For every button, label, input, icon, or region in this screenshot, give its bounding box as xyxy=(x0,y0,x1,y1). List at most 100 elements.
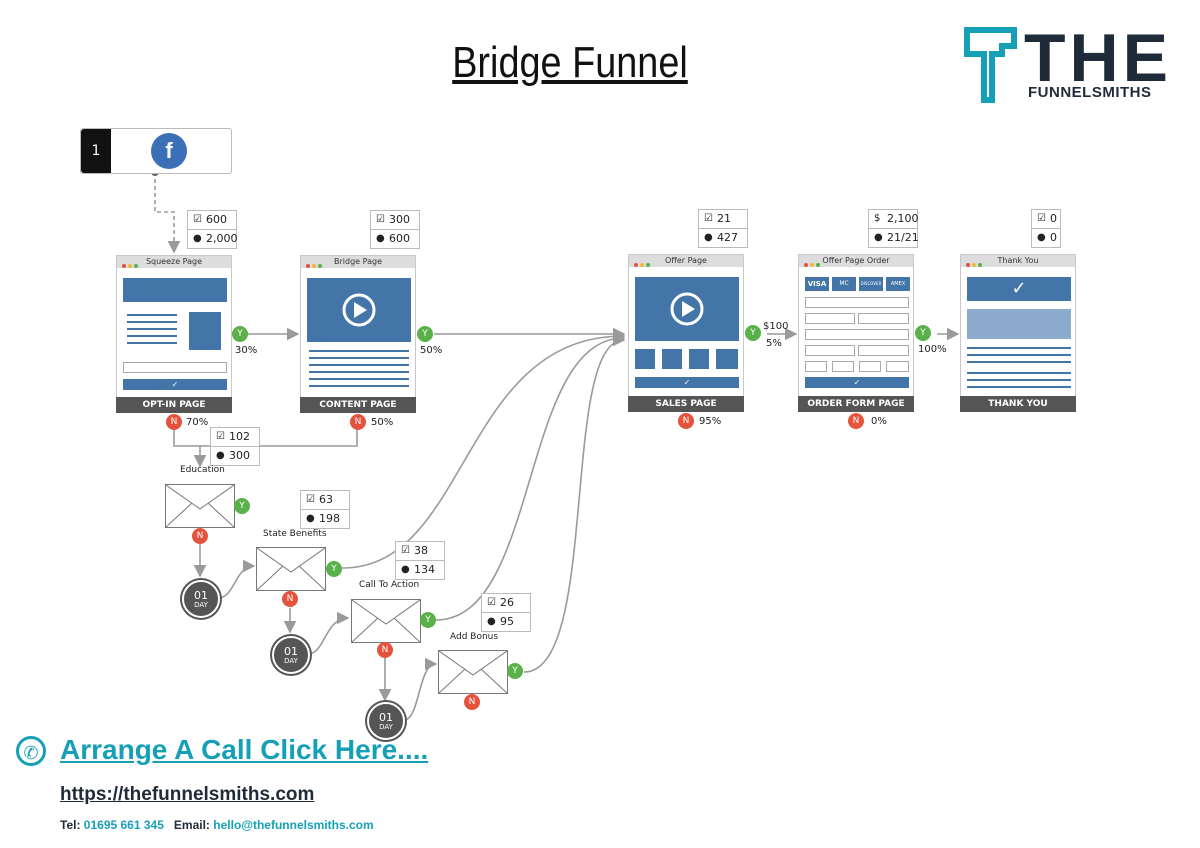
yes-percent: 30% xyxy=(235,345,258,356)
email-4-conversions-stat: ☑26 xyxy=(481,593,531,613)
tel-label: Tel: xyxy=(60,818,81,832)
header-block xyxy=(123,278,227,302)
thank-you-page-node[interactable]: Thank You ✓ THANK YOU xyxy=(960,254,1076,412)
no-percent: 0% xyxy=(871,416,887,427)
email-node[interactable] xyxy=(351,599,421,643)
play-icon xyxy=(670,292,704,326)
check-button: ✓ xyxy=(805,377,909,388)
no-badge: N xyxy=(350,414,366,430)
check-button: ✓ xyxy=(123,379,227,390)
yes-percent: 5% xyxy=(766,338,782,349)
person-icon: ● xyxy=(193,233,202,244)
traffic-source-node[interactable]: 1 f xyxy=(80,128,232,174)
thank-you-visitors-stat: ●0 xyxy=(1031,228,1061,248)
opt-in-visitors-stat: ●2,000 xyxy=(187,229,238,249)
no-badge: N xyxy=(848,413,864,429)
content-page-node[interactable]: Bridge Page CONTENT PAGE xyxy=(300,255,416,413)
person-icon: ● xyxy=(1037,232,1046,243)
email-link[interactable]: hello@thefunnelsmiths.com xyxy=(213,818,374,832)
no-badge: N xyxy=(166,414,182,430)
email-1-conversions-stat: ☑102 xyxy=(210,427,260,447)
phone-icon: ✆ xyxy=(16,736,46,766)
checkmark-icon: ✓ xyxy=(967,277,1071,301)
email-node[interactable] xyxy=(165,484,235,528)
checkbox-icon: ☑ xyxy=(487,597,496,608)
browser-bar: Bridge Page xyxy=(301,256,415,268)
order-form-page-node[interactable]: Offer Page Order VISA MC DISCOVER AMEX ✓… xyxy=(798,254,914,412)
person-icon: ● xyxy=(216,450,225,461)
sales-visitors-stat: ●427 xyxy=(698,228,748,248)
envelope-icon xyxy=(351,599,421,643)
visa-card-icon: VISA xyxy=(805,277,829,291)
browser-bar: Thank You xyxy=(961,255,1075,267)
person-icon: ● xyxy=(704,232,713,243)
checkbox-icon: ☑ xyxy=(1037,213,1046,224)
opt-in-page-node[interactable]: Squeeze Page ✓ OPT-IN PAGE xyxy=(116,255,232,413)
checkbox-icon: ☑ xyxy=(401,545,410,556)
mastercard-icon: MC xyxy=(832,277,856,291)
email-2-conversions-stat: ☑63 xyxy=(300,490,350,510)
sales-conversions-stat: ☑21 xyxy=(698,209,748,229)
yes-badge: Y xyxy=(420,612,436,628)
opt-in-conversions-stat: ☑600 xyxy=(187,210,237,230)
logo-text: THE xyxy=(1024,20,1172,96)
arrange-call-text[interactable]: Arrange A Call Click Here.... xyxy=(60,734,429,765)
amex-card-icon: AMEX xyxy=(886,277,910,291)
page-label: CONTENT PAGE xyxy=(300,397,416,413)
page-title: Bridge Funnel xyxy=(452,38,688,87)
person-icon: ● xyxy=(401,564,410,575)
facebook-icon: f xyxy=(151,133,187,169)
yes-badge: Y xyxy=(745,325,761,341)
no-percent: 50% xyxy=(371,417,394,428)
envelope-icon xyxy=(165,484,235,528)
email-label: Add Bonus xyxy=(450,632,499,642)
website-link[interactable]: https://thefunnelsmiths.com xyxy=(60,784,315,805)
page-label: ORDER FORM PAGE xyxy=(798,396,914,412)
yes-percent: 50% xyxy=(420,345,443,356)
form-field xyxy=(805,297,909,308)
person-icon: ● xyxy=(306,513,315,524)
page-label: OPT-IN PAGE xyxy=(116,397,232,413)
email-2-visitors-stat: ●198 xyxy=(300,509,350,529)
browser-bar: Squeeze Page xyxy=(117,256,231,268)
content-visitors-stat: ●600 xyxy=(370,229,420,249)
window-dots-icon xyxy=(121,260,141,268)
page-label: THANK YOU xyxy=(960,396,1076,412)
email-label: Call To Action xyxy=(359,580,420,590)
person-icon: ● xyxy=(874,232,883,243)
video-block xyxy=(635,277,739,341)
thank-you-conversions-stat: ☑0 xyxy=(1031,209,1061,229)
no-badge: N xyxy=(678,413,694,429)
yes-badge: Y xyxy=(915,325,931,341)
person-icon: ● xyxy=(487,616,496,627)
no-percent: 70% xyxy=(186,417,209,428)
logo-subtext: FUNNELSMITHS xyxy=(1028,84,1152,101)
yes-badge: Y xyxy=(507,663,523,679)
image-block xyxy=(967,309,1071,339)
no-percent: 95% xyxy=(699,416,722,427)
yes-price: $100 xyxy=(763,321,789,332)
no-badge: N xyxy=(192,528,208,544)
email-label: State Benefits xyxy=(263,529,327,539)
window-dots-icon xyxy=(305,260,325,268)
yes-percent: 100% xyxy=(918,344,947,355)
discover-card-icon: DISCOVER xyxy=(859,277,883,291)
yes-badge: Y xyxy=(234,498,250,514)
email-node[interactable] xyxy=(438,650,508,694)
text-line xyxy=(127,314,177,316)
funnelsmiths-logo: THE FUNNELSMITHS xyxy=(962,24,1182,104)
checkbox-icon: ☑ xyxy=(216,431,225,442)
person-icon: ● xyxy=(376,233,385,244)
email-node[interactable] xyxy=(256,547,326,591)
contact-line: Tel: 01695 661 345 Email: hello@thefunne… xyxy=(60,818,374,832)
email-label: Education xyxy=(180,465,225,475)
window-dots-icon xyxy=(633,259,653,267)
tel-link[interactable]: 01695 661 345 xyxy=(83,818,164,832)
sales-page-node[interactable]: Offer Page ✓ SALES PAGE xyxy=(628,254,744,412)
envelope-icon xyxy=(438,650,508,694)
no-badge: N xyxy=(464,694,480,710)
